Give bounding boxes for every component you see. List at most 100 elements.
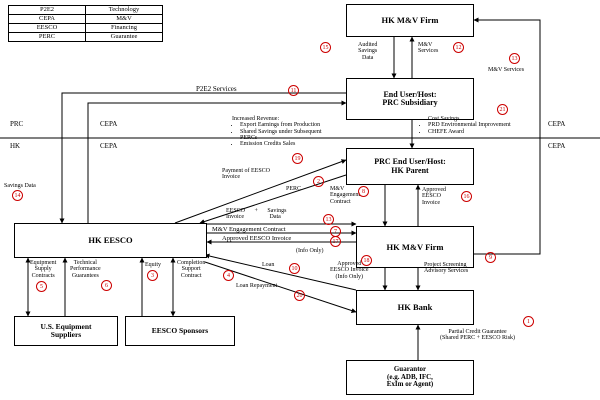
- label-p2e2-services: P2E2 Services: [196, 85, 237, 93]
- label-mv-services: M&V Services: [418, 42, 438, 55]
- label-equipment-supply-contracts: Equipment Supply Contracts: [30, 260, 56, 279]
- step-number-badge: 11: [288, 85, 299, 96]
- box-label: EESCO Sponsors: [151, 326, 209, 336]
- revenue-item: Emission Credits Sales: [240, 141, 322, 147]
- legend-meaning: M&V: [85, 14, 163, 24]
- region-label-cepa: CEPA: [100, 120, 118, 128]
- label-line: Performance: [70, 266, 101, 273]
- box-label: Suppliers: [50, 330, 82, 339]
- label-approved-eesco-invoice-info: Approved EESCO Invoice (Info Only): [330, 261, 369, 280]
- label-partial-credit-guarantee: Partial Credit Guarantee (Shared PERC + …: [440, 329, 515, 342]
- step-number-badge: 12: [453, 42, 464, 53]
- label-approved-eesco-invoice-up: Approved EESCO Invoice: [422, 187, 446, 206]
- legend-meaning: Technology: [85, 5, 163, 15]
- label-completion-support-contract: Completion Support Contract: [177, 260, 205, 279]
- step-number-badge: 17: [330, 236, 341, 247]
- step-number-badge: 10: [289, 263, 300, 274]
- arrow-savings-data: [59, 92, 346, 224]
- label-line: Invoice: [226, 214, 244, 221]
- legend-abbr: P2E2: [8, 5, 86, 15]
- step-number-badge: 15: [320, 42, 331, 53]
- legend-meaning: Guarantee: [85, 32, 163, 42]
- label-line: Data: [362, 54, 374, 61]
- label-mv-services-right: M&V Services: [488, 67, 525, 73]
- step-number-badge: 8: [358, 186, 369, 197]
- cost-item: Cost Savings: [428, 116, 511, 122]
- step-number-badge: 18: [361, 255, 372, 266]
- box-label: PRC End User/Host:: [374, 157, 446, 167]
- label-line: Technical: [73, 260, 97, 266]
- label-line: Support: [181, 266, 201, 273]
- step-number-badge: 5: [36, 281, 47, 292]
- label-line: Audited: [358, 42, 378, 48]
- arrow-payment-invoice: [174, 159, 347, 224]
- label-technical-performance-guarantees: Technical Performance Guarantees: [70, 260, 101, 279]
- label-line: M&V: [330, 186, 345, 192]
- arrow-loan: [204, 253, 357, 291]
- arrow-p2e2-services: [87, 100, 347, 223]
- label-line: Approved: [337, 261, 362, 267]
- legend-abbr: PERC: [8, 32, 86, 42]
- region-label-hk: HK: [10, 142, 21, 150]
- step-number-badge: 1: [523, 316, 534, 327]
- box-label: HK Parent: [391, 165, 429, 175]
- label-plus: +: [254, 208, 258, 214]
- box-label: HK Bank: [397, 302, 433, 313]
- label-line: (Info Only): [335, 273, 364, 280]
- label-project-screening: Project Screening Advisory Services: [424, 262, 468, 275]
- hk-bank-box: HK Bank: [356, 290, 474, 325]
- label-approved-eesco-invoice: Approved EESCO Invoice: [222, 235, 292, 242]
- label-line: Services: [418, 48, 439, 55]
- label-savings-data-left: Savings Data: [4, 183, 36, 189]
- label-line: Guarantees: [71, 272, 99, 279]
- step-number-badge: 3: [147, 270, 158, 281]
- legend-abbr: CEPA: [8, 14, 86, 24]
- guarantor-box: Guarantor (e.g. ADB, IFC, ExIm or Agent): [346, 360, 474, 395]
- label-line: Payment of EESCO: [222, 168, 270, 174]
- legend-meaning: Financing: [85, 23, 163, 33]
- step-number-badge: 14: [12, 190, 23, 201]
- label-line: Engagement: [330, 192, 360, 199]
- label-line: Invoice: [222, 174, 240, 181]
- step-number-badge: 13: [509, 53, 520, 64]
- revenue-item: Shared Savings under Subsequent: [240, 129, 322, 135]
- box-label: End User/Host:: [383, 89, 437, 99]
- revenue-item: Export Earnings from Production: [240, 122, 322, 128]
- label-line: Contract: [330, 198, 351, 205]
- hk-eesco-box: HK EESCO: [14, 223, 207, 258]
- label-equity: Equity: [145, 262, 161, 268]
- legend-abbr: EESCO: [8, 23, 86, 33]
- label-payment-eesco-invoice: Payment of EESCO Invoice: [222, 168, 270, 181]
- box-label: HK EESCO: [88, 235, 133, 246]
- label-cost-savings: Cost Savings PRD Environmental Improveme…: [420, 116, 511, 135]
- box-label: Guarantor: [393, 365, 427, 374]
- label-line: EESCO Invoice: [330, 267, 369, 274]
- step-number-badge: 21: [497, 104, 508, 115]
- box-label: HK M&V Firm: [381, 15, 439, 26]
- step-number-badge: 2: [313, 176, 324, 187]
- box-label: PRC Subsidiary: [382, 98, 438, 107]
- end-user-prc-subsidiary-box: End User/Host: PRC Subsidiary: [346, 78, 474, 120]
- label-eesco-invoice-savings-data: EESCO + Savings Invoice Data: [226, 208, 286, 221]
- step-number-badge: 19: [292, 153, 303, 164]
- label-loan: Loan: [262, 262, 275, 268]
- step-number-badge: 9: [485, 252, 496, 263]
- label-line: Data: [269, 214, 281, 221]
- label-line: Savings: [358, 48, 378, 55]
- step-number-badge: 16: [461, 191, 472, 202]
- label-line: Savings: [267, 208, 287, 214]
- label-mv-engagement-contract: M&V Engagement Contract: [330, 186, 360, 205]
- label-line: Approved: [422, 187, 446, 193]
- label-audited-savings-data: Audited Savings Data: [358, 42, 377, 61]
- box-label: ExIm or Agent): [386, 380, 434, 389]
- region-label-cepa: CEPA: [100, 142, 118, 150]
- label-line: (Shared PERC + EESCO Risk): [440, 335, 516, 342]
- region-label-cepa: CEPA: [548, 142, 566, 150]
- label-line: Partial Credit Guarantee: [448, 329, 507, 335]
- box-label: HK M&V Firm: [386, 241, 444, 252]
